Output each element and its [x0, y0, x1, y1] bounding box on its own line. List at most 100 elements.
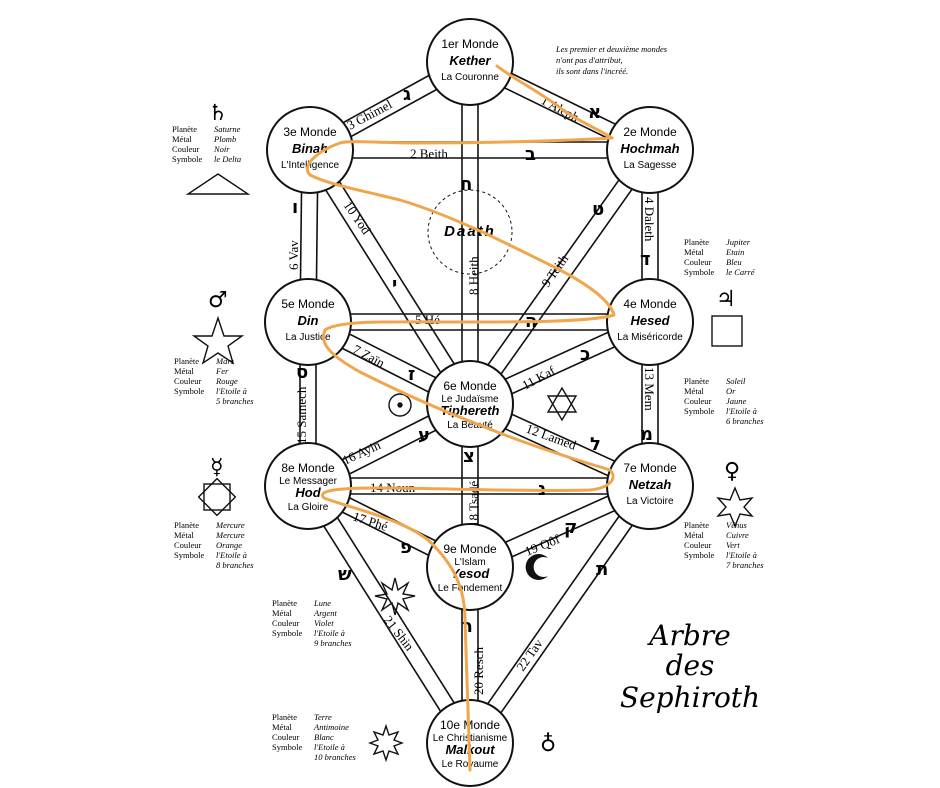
- diagram-title: Arbre des Sephiroth: [620, 619, 760, 714]
- sephira-sub: La Victoire: [626, 496, 674, 507]
- attribute-key: Métal: [272, 722, 292, 732]
- path-letter-21: ש: [338, 564, 352, 585]
- path-label-15: 15 Samech: [294, 386, 309, 444]
- sephira-sub: La Couronne: [441, 72, 499, 83]
- attribute-key: Couleur: [272, 732, 300, 742]
- path-21-edge: [300, 489, 464, 748]
- jupiter-icon: ♃: [716, 287, 736, 312]
- nine-point-star-icon: [374, 577, 416, 616]
- attribute-key: Métal: [684, 247, 704, 257]
- attribute-key: Couleur: [272, 618, 300, 628]
- sephira-name: Yesod: [451, 566, 491, 581]
- attribute-key: Symbole: [174, 550, 204, 560]
- attribute-key: Planète: [684, 237, 709, 247]
- attribute-key: Symbole: [172, 154, 202, 164]
- note-line-2: n'ont pas d'attribut,: [556, 55, 623, 65]
- attribute-key: Couleur: [684, 257, 712, 267]
- path-label-11: 11 Kaf: [519, 363, 558, 393]
- attribute-value: Argent: [313, 608, 337, 618]
- attribute-value: Soleil: [726, 376, 746, 386]
- attribute-key: Métal: [684, 386, 704, 396]
- path-letter-3: ג: [403, 84, 411, 105]
- attribute-value: le Delta: [214, 154, 241, 164]
- sephira-sub: Le Judaïsme: [441, 394, 499, 405]
- sephira-sub: La Justice: [285, 332, 330, 343]
- path-9-edge: [462, 144, 645, 400]
- path-label-13: 13 Mem: [642, 367, 657, 411]
- attribute-value: Jupiter: [726, 237, 751, 247]
- title-line-2: des: [666, 649, 715, 682]
- sephira-sub: La Beauté: [447, 420, 493, 431]
- attribute-value: Plomb: [213, 134, 236, 144]
- path-letter-2: ב: [525, 144, 536, 165]
- sephira-title: 10e Monde: [440, 718, 500, 732]
- mercury-icon: ☿: [210, 455, 224, 480]
- daath-label: Daath: [444, 223, 496, 240]
- attribute-value: Jaune: [726, 396, 747, 406]
- attribute-value: Antimoine: [313, 722, 349, 732]
- attribute-value: l'Etoile à: [216, 550, 247, 560]
- path-letter-13: מ: [640, 424, 653, 445]
- pentagram-icon: [191, 315, 245, 365]
- path-letter-15: ס: [296, 362, 308, 383]
- sephira-name: Hod: [295, 485, 321, 500]
- path-letter-11: כ: [580, 344, 590, 365]
- attribute-value: Rouge: [215, 376, 238, 386]
- path-label-18: 18 Tsadé: [466, 481, 481, 527]
- attribute-key: Planète: [174, 356, 199, 366]
- sephira-name: Netzah: [629, 477, 672, 492]
- attribute-key: Planète: [174, 520, 199, 530]
- path-letter-12: ל: [590, 434, 601, 455]
- sephira-sub: La Sagesse: [624, 160, 677, 171]
- path-label-21: 21 Shin: [381, 613, 418, 654]
- attribute-key: Couleur: [684, 540, 712, 550]
- venus-icon: ♀: [724, 459, 740, 484]
- sephira-name: Binah: [292, 141, 328, 156]
- path-letter-22: ת: [596, 559, 608, 580]
- attribute-value: Fer: [215, 366, 229, 376]
- attribute-key: Métal: [174, 530, 194, 540]
- octagram-icon: [197, 477, 237, 517]
- path-label-10: 10 Yod: [341, 198, 375, 237]
- attribute-key: Symbole: [272, 628, 302, 638]
- attribute-value: l'Etoile à: [726, 550, 757, 560]
- attribute-value: Terre: [314, 712, 332, 722]
- sephira-sub: Le Fondement: [438, 583, 503, 594]
- path-letter-9: ט: [592, 199, 604, 220]
- attribute-key: Symbole: [174, 386, 204, 396]
- title-line-1: Arbre: [646, 619, 730, 652]
- path-label-7: 7 Zaïn: [351, 341, 388, 370]
- path-22-edge: [462, 480, 645, 739]
- sephira-circle: [266, 106, 354, 194]
- sephira-circle: [606, 106, 694, 194]
- decagram-icon: [368, 723, 404, 763]
- attribute-value: Violet: [314, 618, 334, 628]
- path-label-16: 16 Ayin: [340, 437, 383, 468]
- sephira-title: 2e Monde: [623, 125, 677, 139]
- attribute-key: Symbole: [684, 267, 714, 277]
- attribute-value: Saturne: [214, 124, 241, 134]
- saturn-icon: ♄: [208, 101, 228, 126]
- attribute-value: Orange: [216, 540, 242, 550]
- sephira-name: Kether: [449, 53, 491, 68]
- path-10-edge: [316, 145, 478, 401]
- earth-icon: ♁: [540, 732, 556, 757]
- mars-icon: ♂: [208, 288, 228, 313]
- path-10-edge: [302, 153, 464, 409]
- path-letter-4: ד: [640, 249, 651, 270]
- attribute-value: Vert: [726, 540, 740, 550]
- path-letter-10: י: [392, 274, 397, 295]
- planet-glyphs: ♄ ♃ ♂ ☿ ♀ ♁: [208, 101, 740, 757]
- path-letter-17: פ: [400, 537, 412, 558]
- sephira-title: 9e Monde: [443, 542, 497, 556]
- sephira-title: 7e Monde: [623, 461, 677, 475]
- attribute-key: Symbole: [684, 406, 714, 416]
- sephira-title: 4e Monde: [623, 297, 677, 311]
- sun-icon: [388, 393, 412, 417]
- orange-serpent-overlay: [306, 64, 616, 772]
